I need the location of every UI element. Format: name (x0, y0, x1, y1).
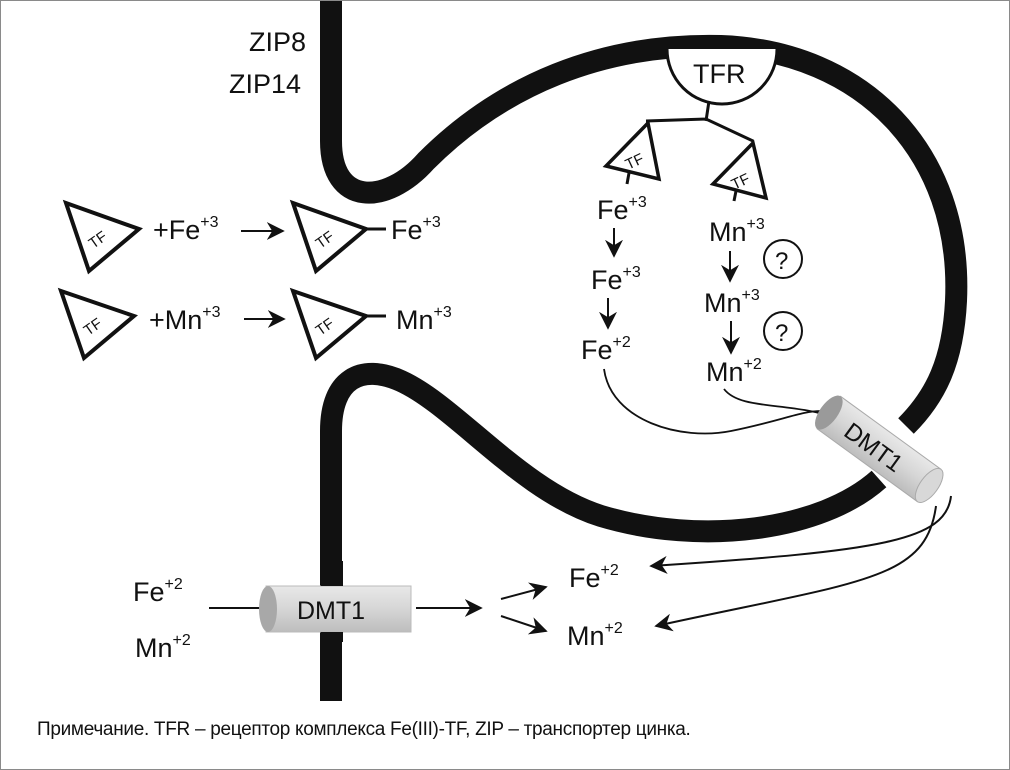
fe-label: Fe (581, 335, 613, 365)
fe-label: +Fe (153, 215, 200, 245)
mn-label: Mn (135, 633, 173, 663)
charge-label: +2 (173, 632, 191, 649)
mn-label: Mn (706, 357, 744, 387)
charge-label: +2 (601, 562, 619, 579)
svg-text:+Fe+3: +Fe+3 (153, 214, 219, 245)
tfr-receptor (665, 48, 779, 106)
dmt1-label: DMT1 (297, 597, 365, 625)
fe-label: Fe (569, 563, 601, 593)
question-circle-icon (763, 311, 803, 351)
svg-text:+Mn+3: +Mn+3 (149, 304, 221, 335)
fe-label: Fe (391, 215, 423, 245)
question-label: ? (775, 320, 788, 347)
svg-text:Mn+3: Mn+3 (396, 304, 452, 335)
charge-label: +3 (629, 194, 647, 211)
tf-label: TF (623, 150, 647, 173)
charge-label: +3 (742, 287, 760, 304)
mn-label: Mn (567, 621, 605, 651)
tf-mn-binding-reaction: TF +Mn+3 TF Mn+3 (57, 287, 452, 362)
mn-label: Mn (709, 217, 747, 247)
fe-label: Fe (591, 265, 623, 295)
tf-label: TF (729, 170, 753, 193)
question-circle-icon (763, 239, 803, 279)
charge-label: +3 (423, 214, 441, 231)
fe-label: Fe (597, 195, 629, 225)
figure-note: Примечание. TFR – рецептор комплекса Fe(… (37, 719, 691, 740)
svg-text:Mn+2: Mn+2 (135, 632, 191, 663)
svg-text:Fe+3: Fe+3 (591, 264, 641, 295)
mn-label: Mn (396, 305, 434, 335)
charge-label: +3 (747, 216, 765, 233)
tf-triangle-icon (602, 119, 662, 182)
fe-label: Fe (133, 577, 165, 607)
charge-label: +3 (200, 214, 218, 231)
tf-triangle-icon (289, 287, 370, 362)
svg-text:Mn+2: Mn+2 (706, 356, 762, 387)
charge-label: +3 (623, 264, 641, 281)
charge-label: +2 (605, 620, 623, 637)
svg-text:Fe+3: Fe+3 (597, 194, 647, 225)
charge-label: +3 (434, 304, 452, 321)
tf-triangle-icon (289, 199, 370, 275)
tf-fe-binding-reaction: TF +Fe+3 TF Fe+3 (62, 199, 441, 275)
mn-label: Mn (704, 288, 742, 318)
zip8-label: ZIP8 (249, 27, 306, 57)
dmt1-membrane-transporter: DMT1 (209, 561, 548, 642)
tfr-label: TFR (693, 59, 745, 89)
tf-triangle-icon (709, 139, 769, 201)
cell-membrane-upper (320, 1, 968, 434)
svg-text:Fe+2: Fe+2 (581, 334, 631, 365)
mn-label: +Mn (149, 305, 202, 335)
question-label: ? (775, 248, 788, 275)
tf-triangle-icon (62, 199, 143, 275)
svg-text:Fe+2: Fe+2 (133, 576, 183, 607)
svg-text:Mn+2: Mn+2 (567, 620, 623, 651)
charge-label: +3 (202, 304, 220, 321)
charge-label: +2 (613, 334, 631, 351)
svg-text:Mn+3: Mn+3 (704, 287, 760, 318)
svg-text:Fe+3: Fe+3 (391, 214, 441, 245)
charge-label: +2 (165, 576, 183, 593)
svg-text:Mn+3: Mn+3 (709, 216, 765, 247)
zip14-label: ZIP14 (229, 69, 301, 99)
svg-text:Fe+2: Fe+2 (569, 562, 619, 593)
tf-triangle-icon (57, 287, 138, 362)
charge-label: +2 (744, 356, 762, 373)
cell-membrane-lower (320, 362, 887, 701)
